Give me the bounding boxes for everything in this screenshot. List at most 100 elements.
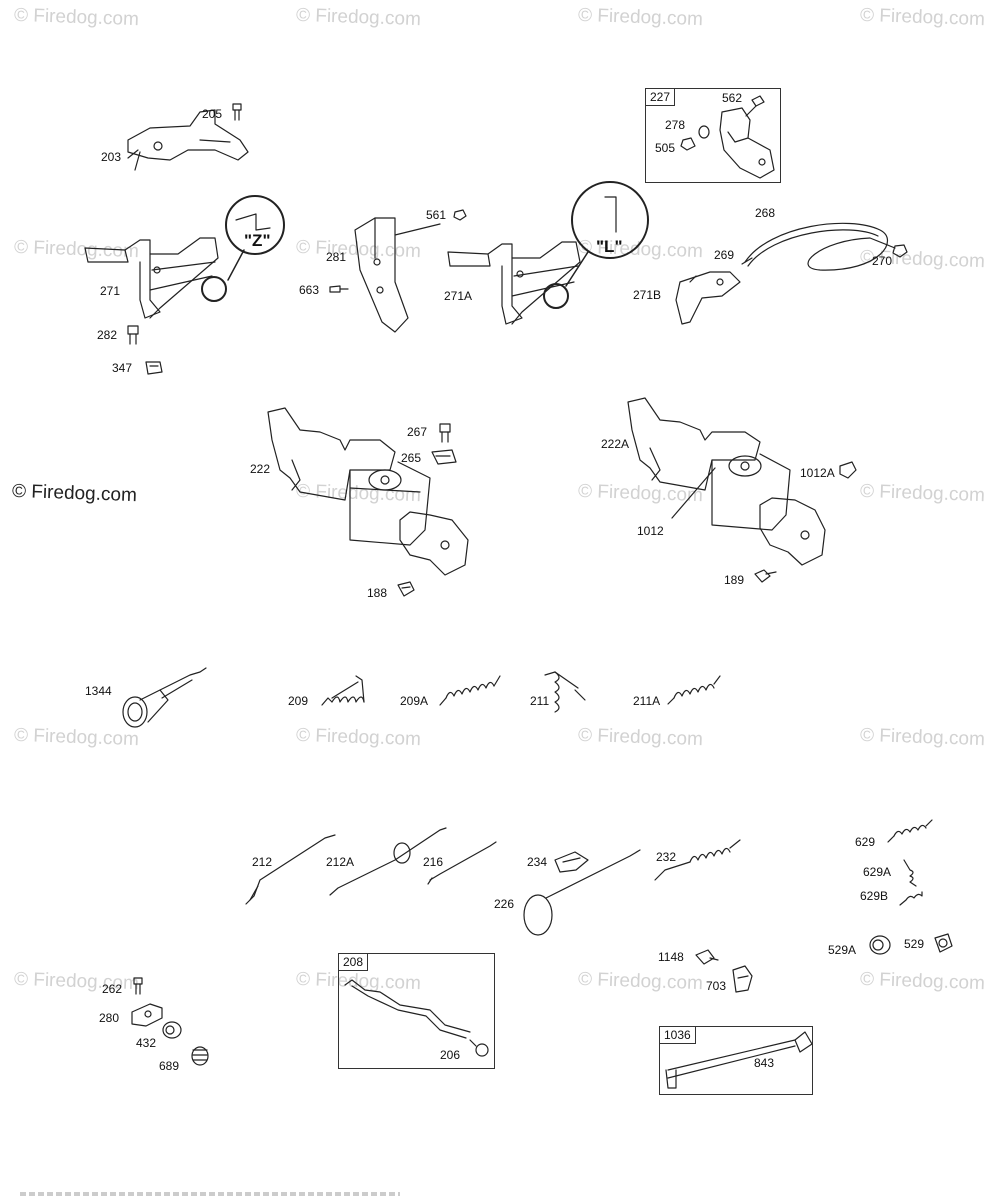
box-208: 208 [338, 953, 495, 1069]
box-label: 227 [646, 89, 676, 106]
part-label-211A: 211A [633, 694, 661, 708]
part-label-663: 663 [299, 283, 320, 297]
box-label: 208 [339, 954, 369, 971]
part-209A-spring [439, 675, 501, 706]
zoom-target-z [201, 276, 227, 302]
part-281-bracket [354, 217, 441, 333]
part-629B-spring [899, 891, 923, 906]
part-1344-knob [122, 667, 207, 728]
part-label-262: 262 [102, 982, 123, 996]
part-label-629B: 629B [860, 889, 889, 903]
part-label-432: 432 [136, 1036, 157, 1050]
part-label-269: 269 [714, 248, 735, 262]
part-label-211: 211 [530, 694, 550, 708]
part-561-nut [453, 209, 467, 221]
part-label-703: 703 [706, 979, 727, 993]
part-label-209A: 209A [400, 694, 429, 708]
part-432-bushing [162, 1021, 182, 1039]
zoom-target-l [543, 283, 569, 309]
part-label-1344: 1344 [85, 684, 112, 698]
part-529A-bushing [869, 935, 891, 955]
zoom-circle-z [225, 195, 285, 255]
part-211-spring [544, 671, 586, 713]
part-282-bolt [127, 325, 139, 345]
part-label-282: 282 [97, 328, 118, 342]
part-212A-link [329, 827, 447, 896]
zoom-label-l: "L" [596, 237, 623, 256]
part-label-271A: 271A [444, 289, 473, 303]
part-label-271: 271 [100, 284, 121, 298]
zoom-circle-l [571, 181, 649, 259]
part-1012A-fitting [839, 461, 857, 479]
part-label-222A: 222A [601, 437, 630, 451]
part-529-bushing [934, 933, 953, 953]
leader-line [671, 467, 716, 519]
part-1148-fitting [695, 949, 719, 965]
part-label-216: 216 [423, 855, 444, 869]
part-label-265: 265 [401, 451, 422, 465]
part-label-189: 189 [724, 573, 745, 587]
part-271B-bracket [675, 271, 741, 325]
part-262-bolt [133, 977, 143, 995]
part-222A-assembly [627, 397, 826, 566]
part-232-spring [654, 839, 741, 881]
part-label-268: 268 [755, 206, 776, 220]
part-206-screw [469, 1039, 489, 1057]
part-label-232: 232 [656, 850, 677, 864]
part-label-205: 205 [202, 107, 223, 121]
part-189-bolt [754, 569, 777, 583]
part-703-clip [732, 965, 753, 993]
part-label-212A: 212A [326, 855, 355, 869]
part-271A-control [447, 241, 581, 325]
part-label-203: 203 [101, 150, 122, 164]
part-label-267: 267 [407, 425, 428, 439]
part-label-209: 209 [288, 694, 309, 708]
part-663-screw [329, 285, 349, 293]
part-234-clip [554, 851, 589, 873]
part-212-link [245, 834, 336, 905]
part-203-plate [127, 109, 249, 171]
l-bend [604, 196, 617, 233]
part-205-screw [232, 103, 242, 121]
part-label-629: 629 [855, 835, 876, 849]
part-222-assembly [267, 407, 469, 576]
z-bend [235, 213, 271, 231]
box-227: 227 [645, 88, 781, 183]
part-226-rod [523, 849, 641, 936]
part-label-505: 505 [655, 141, 676, 155]
part-label-206: 206 [440, 1048, 461, 1062]
part-label-1012A: 1012A [800, 466, 835, 480]
part-268-cable [741, 222, 896, 271]
part-227-assembly [680, 95, 775, 179]
part-label-271B: 271B [633, 288, 662, 302]
part-label-529: 529 [904, 937, 925, 951]
part-label-280: 280 [99, 1011, 120, 1025]
part-label-226: 226 [494, 897, 515, 911]
part-label-281: 281 [326, 250, 347, 264]
box-1036: 1036 [659, 1026, 813, 1095]
box-label: 1036 [660, 1027, 696, 1044]
part-347-clip [145, 361, 163, 375]
part-label-278: 278 [665, 118, 686, 132]
part-270-nut [892, 244, 908, 258]
part-label-529A: 529A [828, 943, 857, 957]
zoom-leader [227, 249, 245, 281]
part-label-222: 222 [250, 462, 271, 476]
part-label-689: 689 [159, 1059, 180, 1073]
part-280-bracket [131, 1003, 163, 1027]
part-label-1148: 1148 [658, 950, 684, 964]
part-211A-spring [667, 675, 721, 705]
part-629A-spring [903, 859, 917, 887]
part-629-spring [887, 819, 933, 843]
part-label-562: 562 [722, 91, 743, 105]
zoom-leader [565, 251, 589, 287]
part-label-347: 347 [112, 361, 133, 375]
part-label-629A: 629A [863, 865, 892, 879]
part-188-clip [397, 581, 415, 597]
bottom-strip [20, 1192, 400, 1196]
part-label-843: 843 [754, 1056, 775, 1070]
part-271-control [84, 237, 219, 319]
part-209-spring [321, 675, 365, 706]
part-265-clip [431, 449, 457, 465]
